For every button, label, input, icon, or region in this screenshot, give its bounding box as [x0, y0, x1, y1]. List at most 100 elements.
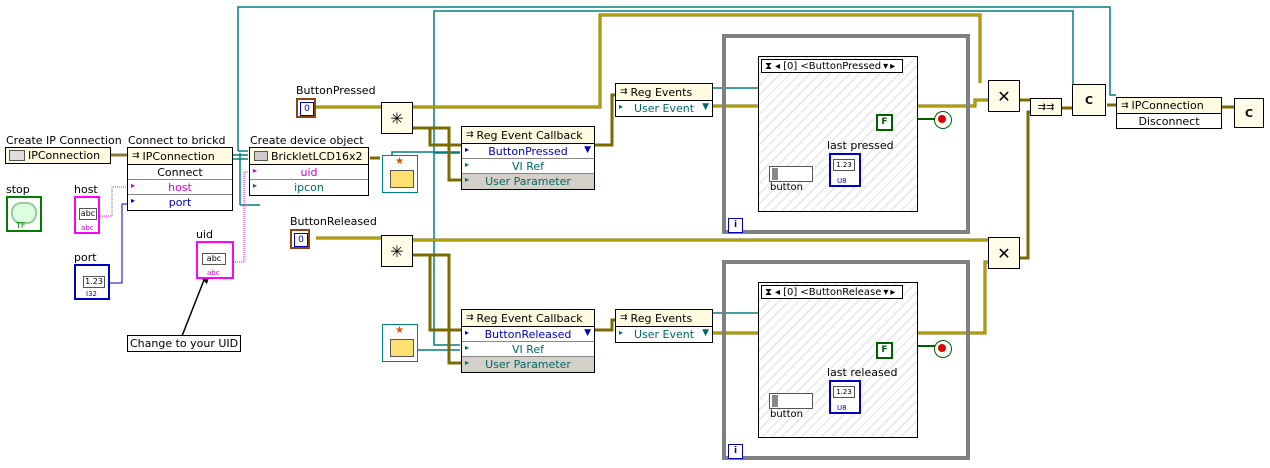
- stop-condition-terminal[interactable]: [934, 340, 952, 358]
- unregister-events-node[interactable]: ⇉⇉: [1030, 98, 1062, 116]
- destroy-user-event-released[interactable]: ✕: [988, 237, 1020, 269]
- while-loop-pressed[interactable]: ⧗ ◂ [0] <ButtonPressed ▾ ▸ button last p…: [722, 34, 970, 234]
- button-pressed-constant[interactable]: 0: [296, 98, 316, 118]
- ipconnection-icon: [9, 150, 25, 161]
- event-data-node[interactable]: button: [769, 393, 813, 420]
- dropdown-icon: ▾: [883, 60, 889, 72]
- callback-vi-icon: [390, 170, 414, 188]
- create-user-event-pressed[interactable]: ✳: [381, 102, 413, 134]
- reg-event-callback-pressed[interactable]: ⇉Reg Event Callback ▸ButtonPressed▼ ▸VI …: [461, 126, 595, 190]
- dropdown-icon: ▾: [883, 286, 889, 298]
- port-label: port: [74, 251, 97, 264]
- event-structure-released[interactable]: ⧗ ◂ [0] <ButtonRelease ▾ ▸ button last r…: [758, 282, 918, 438]
- stop-label: stop: [6, 183, 30, 196]
- prev-case-icon: ◂: [775, 286, 781, 298]
- uid-control[interactable]: abc abc: [196, 241, 234, 279]
- user-parameter-input[interactable]: ▸User Parameter: [462, 357, 594, 372]
- lcd16x2-constructor[interactable]: BrickletLCD16x2 ▸uid ▸ipcon: [249, 147, 369, 196]
- disconnect-invoke-node[interactable]: ⇉IPConnection Disconnect: [1116, 97, 1222, 129]
- last-released-indicator: 1.23 U8: [829, 380, 861, 414]
- ipconnection-constructor[interactable]: IPConnection: [5, 147, 111, 164]
- event-case-selector[interactable]: ⧗ ◂ [0] <ButtonRelease ▾ ▸: [761, 285, 903, 299]
- stop-button-icon: [11, 202, 37, 224]
- device-class: BrickletLCD16x2: [271, 149, 363, 163]
- connect-label: Connect to brickd: [128, 134, 226, 147]
- create-user-event-icon: ✳: [390, 241, 404, 261]
- iteration-terminal: i: [728, 218, 743, 233]
- connect-host-input[interactable]: ▸host: [128, 180, 232, 195]
- star-icon: ★: [395, 325, 404, 336]
- vi-ref-constant-released[interactable]: ★: [382, 324, 418, 362]
- port-type: I32: [86, 290, 97, 298]
- create-user-event-released[interactable]: ✳: [381, 235, 413, 267]
- callback-vi-icon: [390, 339, 414, 357]
- close-ref-icon: C: [1084, 93, 1094, 107]
- device-uid-input[interactable]: ▸uid: [250, 165, 368, 180]
- user-event-input[interactable]: ▸User Event▼: [619, 102, 709, 115]
- user-parameter-input[interactable]: ▸User Parameter: [462, 174, 594, 189]
- next-case-icon: ▸: [890, 286, 896, 298]
- vi-ref-constant-pressed[interactable]: ★: [382, 155, 418, 193]
- false-constant[interactable]: F: [876, 114, 893, 131]
- reg-events-pressed[interactable]: ⇉Reg Events ▸User Event▼: [615, 83, 713, 117]
- unregister-icon: ⇉⇉: [1037, 101, 1055, 113]
- host-value: abc: [79, 208, 97, 220]
- invoke-icon: ⇉: [132, 151, 140, 161]
- uid-value: abc: [202, 253, 226, 265]
- callback-event-selector[interactable]: ▸ButtonPressed▼: [462, 144, 594, 159]
- vi-ref-input[interactable]: ▸VI Ref: [462, 342, 594, 357]
- port-control[interactable]: 1.23 I32: [74, 264, 110, 300]
- last-pressed-indicator: 1.23 U8: [829, 153, 861, 187]
- host-type: abc: [81, 224, 94, 232]
- disconnect-method: Disconnect: [1138, 115, 1200, 128]
- reg-callback-icon: ⇉: [466, 313, 474, 323]
- close-ref-icon: C: [1244, 106, 1254, 120]
- false-constant[interactable]: F: [876, 342, 893, 359]
- connect-port-input[interactable]: ▸port: [131, 196, 192, 209]
- event-data-node[interactable]: button: [769, 166, 813, 193]
- iteration-terminal: i: [728, 444, 743, 459]
- device-ipcon-input[interactable]: ▸ipcon: [253, 181, 324, 194]
- connect-invoke-node[interactable]: ⇉ IPConnection Connect ▸host ▸port: [127, 147, 233, 211]
- create-device-label: Create device object: [250, 134, 364, 147]
- reg-events-icon: ⇉: [620, 87, 628, 97]
- host-control[interactable]: abc abc: [74, 196, 100, 234]
- callback-event-selector[interactable]: ▸ButtonReleased▼: [462, 327, 594, 342]
- dropdown-icon: ▼: [584, 328, 591, 338]
- button-released-constant[interactable]: 0: [290, 229, 310, 249]
- create-user-event-icon: ✳: [390, 108, 404, 128]
- close-reference-node[interactable]: C: [1072, 84, 1106, 116]
- connect-class: IPConnection: [142, 149, 215, 163]
- dropdown-icon: ▼: [584, 145, 591, 155]
- user-event-input[interactable]: ▸User Event▼: [619, 328, 709, 341]
- next-case-icon: ▸: [890, 60, 896, 72]
- while-loop-released[interactable]: ⧗ ◂ [0] <ButtonRelease ▾ ▸ button last r…: [722, 260, 970, 460]
- last-released-label: last released: [827, 366, 898, 379]
- event-case-selector[interactable]: ⧗ ◂ [0] <ButtonPressed ▾ ▸: [761, 59, 903, 73]
- comment-change-uid: Change to your UID: [127, 335, 242, 352]
- create-ip-label: Create IP Connection: [6, 134, 122, 147]
- reg-events-released[interactable]: ⇉Reg Events ▸User Event▼: [615, 309, 713, 343]
- destroy-icon: ✕: [997, 86, 1011, 106]
- reg-callback-icon: ⇉: [466, 130, 474, 140]
- hourglass-icon: ⧗: [765, 286, 773, 298]
- close-ipcon-reference-node[interactable]: C: [1234, 98, 1264, 128]
- invoke-icon: ⇉: [1121, 100, 1129, 111]
- stop-button-control[interactable]: TF: [6, 196, 42, 232]
- host-label: host: [74, 183, 98, 196]
- stop-condition-terminal[interactable]: [934, 111, 952, 129]
- dropdown-icon: ▼: [702, 102, 709, 112]
- event-structure-pressed[interactable]: ⧗ ◂ [0] <ButtonPressed ▾ ▸ button last p…: [758, 56, 918, 212]
- reg-event-callback-released[interactable]: ⇉Reg Event Callback ▸ButtonReleased▼ ▸VI…: [461, 309, 595, 373]
- connect-method: Connect: [128, 165, 232, 180]
- destroy-user-event-pressed[interactable]: ✕: [988, 80, 1020, 112]
- last-pressed-label: last pressed: [827, 139, 894, 152]
- button-released-label: ButtonReleased: [290, 215, 377, 228]
- port-value: 1.23: [83, 276, 105, 288]
- dropdown-icon: ▼: [702, 328, 709, 338]
- reg-events-icon: ⇉: [620, 313, 628, 323]
- vi-ref-input[interactable]: ▸VI Ref: [462, 159, 594, 174]
- type-tf: TF: [16, 221, 26, 230]
- device-icon: [254, 151, 268, 161]
